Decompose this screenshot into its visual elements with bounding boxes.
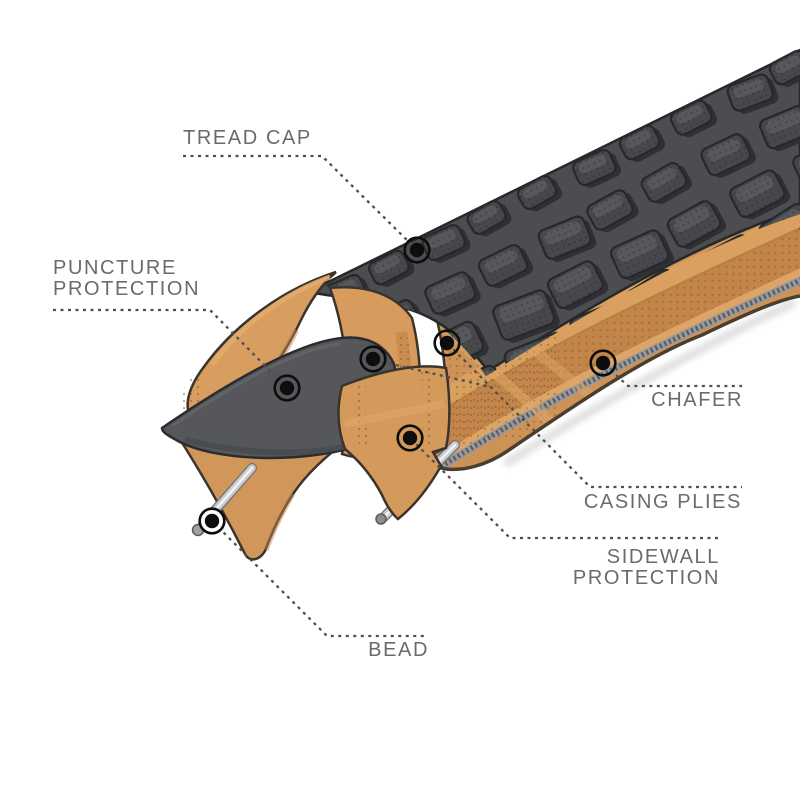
leader-sidewall-protection	[410, 438, 720, 540]
label-sidewall-line2: PROTECTION	[572, 567, 720, 589]
callout-dot-puncture_protection	[273, 374, 301, 402]
leader-bead	[212, 521, 428, 638]
sidewall-protection-flap	[337, 365, 451, 521]
label-casing-plies: CASING PLIES	[583, 491, 742, 513]
callout-dot-bead	[198, 507, 226, 535]
callout-dot-tread_cap	[403, 236, 431, 264]
leader-casing-plies-branch	[373, 358, 492, 389]
bead-edge-line	[440, 294, 800, 472]
callout-dot-chafer	[589, 349, 617, 377]
label-chafer: CHAFER	[651, 389, 743, 411]
callout-dots	[198, 236, 617, 535]
label-puncture-protection: PUNCTURE PROTECTION	[53, 258, 200, 300]
callout-dot-casing_plies-2	[359, 345, 387, 373]
label-puncture-line2: PROTECTION	[53, 278, 201, 300]
label-tread-cap: TREAD CAP	[183, 127, 312, 149]
leader-casing-plies	[447, 343, 742, 489]
label-sidewall-line1: SIDEWALL	[606, 546, 720, 568]
leader-tread-cap	[183, 154, 418, 251]
label-puncture-line1: PUNCTURE	[53, 257, 177, 279]
callout-dot-sidewall_protection	[396, 424, 424, 452]
label-sidewall-protection: SIDEWALL PROTECTION	[573, 547, 720, 589]
callout-dot-casing_plies	[433, 329, 461, 357]
label-bead: BEAD	[368, 639, 429, 661]
